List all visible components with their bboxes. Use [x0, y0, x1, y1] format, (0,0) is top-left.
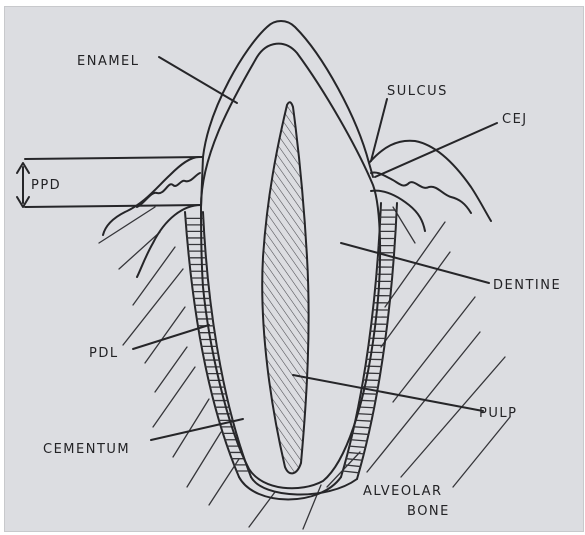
pdl-fiber — [353, 433, 369, 434]
apex-outline — [251, 477, 357, 495]
label-enamel: ENAMEL — [77, 54, 140, 69]
label-sulcus: SULCUS — [387, 84, 448, 99]
pdl-fiber — [351, 440, 367, 441]
pdl-fiber — [346, 459, 362, 461]
pdl-fiber — [355, 420, 371, 421]
pdl-fiber — [349, 446, 365, 447]
pdl-fiber — [348, 452, 364, 453]
label-dentine: DENTINE — [493, 278, 561, 293]
label-alveolar: ALVEOLAR — [363, 484, 443, 499]
label-ppd: PPD — [31, 178, 61, 193]
pulp-chamber — [262, 102, 308, 473]
pdl-fiber — [357, 414, 373, 415]
pdl-fiber — [343, 471, 359, 473]
label-bone: BONE — [407, 504, 450, 519]
tooth-diagram: ENAMEL SULCUS CEJ PPD DENTINE PDL PULP C… — [4, 6, 584, 532]
label-cementum: CEMENTUM — [43, 442, 130, 457]
tooth-drawing: ENAMEL SULCUS CEJ PPD DENTINE PDL PULP C… — [5, 7, 583, 531]
label-cej: CEJ — [502, 112, 528, 127]
pdl-fiber — [354, 427, 370, 428]
label-pulp: PULP — [479, 406, 517, 421]
label-pdl: PDL — [89, 346, 119, 361]
